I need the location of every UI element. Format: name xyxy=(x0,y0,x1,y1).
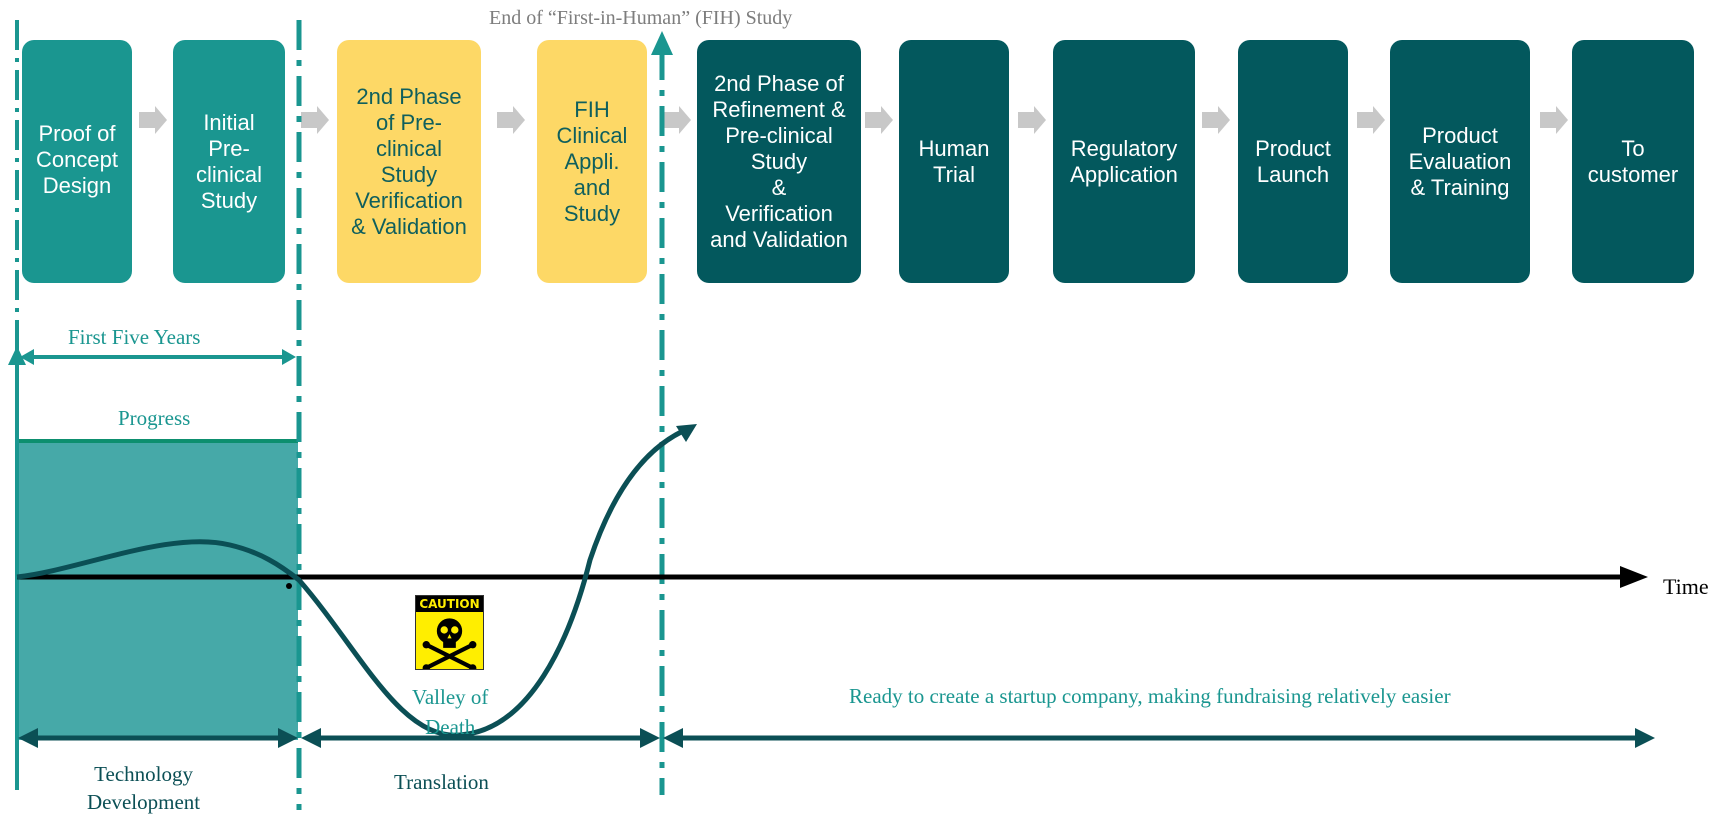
stage-label-line: and Validation xyxy=(710,226,848,252)
stage-label-line: Initial xyxy=(203,109,255,135)
progress-curve xyxy=(16,425,691,738)
stage-label-line: clinical xyxy=(375,135,443,161)
stage-label-line: Study xyxy=(750,148,808,174)
stage-label-line: Application xyxy=(1070,161,1178,187)
translation-label: Translation xyxy=(394,770,489,794)
chevron-arrow-icon xyxy=(139,106,167,134)
stage-label-line: FIH xyxy=(574,96,610,122)
progress-label: Progress xyxy=(118,406,191,430)
arrowhead-right xyxy=(282,349,296,365)
progress-area xyxy=(18,441,298,740)
stage-label-line: Appli. xyxy=(564,148,620,174)
stage-label-line: 2nd Phase of xyxy=(714,70,844,96)
time-axis-arrowhead xyxy=(1620,566,1648,588)
arrowhead-left xyxy=(20,349,34,365)
stage-label-line: Pre- xyxy=(208,135,250,161)
stage-label-line: Study xyxy=(380,161,438,187)
valley-line-2: Death xyxy=(425,715,476,739)
tech-dev-label: Technology Development xyxy=(87,760,200,816)
chevron-arrow-icon xyxy=(497,106,525,134)
stage-label-line: clinical xyxy=(195,161,263,187)
stage-label-line: Launch xyxy=(1256,161,1330,187)
tech-dev-line-2: Development xyxy=(87,790,201,814)
chevron-arrow-icon xyxy=(1018,106,1046,134)
stage-label-line: Regulatory xyxy=(1070,135,1178,161)
arrowhead-right xyxy=(640,728,660,748)
progress-curve-arrowhead xyxy=(676,424,697,442)
stage-label-line: Product xyxy=(1422,122,1498,148)
stage-label-line: Product xyxy=(1255,135,1331,161)
stage-label-line: Proof of xyxy=(38,120,116,146)
chevron-arrow-icon xyxy=(1357,106,1385,134)
valley-line-1: Valley of xyxy=(412,685,489,709)
stage-label-line: Study xyxy=(563,200,621,226)
stage-label-line: & xyxy=(771,174,787,200)
stage-label-line: Verification xyxy=(355,187,463,213)
arrowhead-left xyxy=(663,728,683,748)
stage-label-line: and xyxy=(573,174,611,200)
chevron-arrow-icon xyxy=(663,106,691,134)
stage-label-line: 2nd Phase xyxy=(356,83,462,109)
caution-label: CAUTION xyxy=(416,596,483,612)
chevron-arrow-icon xyxy=(1540,106,1568,134)
stage-label-line: Clinical xyxy=(556,122,628,148)
stage-label-line: Human xyxy=(918,135,990,161)
axis-dot xyxy=(286,583,292,589)
stage-label-line: To xyxy=(1621,135,1645,161)
stage-label-line: Concept xyxy=(36,146,118,172)
tech-dev-line-1: Technology xyxy=(94,762,193,786)
skull-crossbones-icon xyxy=(422,618,477,669)
startup-ready-label: Ready to create a startup company, makin… xyxy=(849,684,1451,708)
arrowhead-left xyxy=(18,728,38,748)
first-five-years-label: First Five Years xyxy=(68,325,201,349)
arrowhead-right xyxy=(278,728,298,748)
stage-label-line: of Pre- xyxy=(375,109,443,135)
left-axis-arrowhead xyxy=(8,346,26,365)
fih-end-label: End of “First-in-Human” (FIH) Study xyxy=(489,7,793,29)
stage-label-line: Pre-clinical xyxy=(725,122,833,148)
arrowhead-right xyxy=(1635,728,1655,748)
arrowhead-left xyxy=(301,728,321,748)
stage-label-line: & Training xyxy=(1410,174,1510,200)
stage-label-line: Trial xyxy=(933,161,975,187)
time-label: Time xyxy=(1663,574,1709,599)
fih-boundary-arrowhead xyxy=(651,31,673,55)
chevron-arrow-icon xyxy=(865,106,893,134)
chevron-arrow-icon xyxy=(1202,106,1230,134)
chevron-arrow-icon xyxy=(301,106,329,134)
stage-label-line: Study xyxy=(200,187,258,213)
stage-label-line: customer xyxy=(1587,161,1679,187)
stage-label-line: Verification xyxy=(725,200,833,226)
stage-label-line: Refinement & xyxy=(712,96,846,122)
stage-label-line: Evaluation xyxy=(1408,148,1512,174)
stage-label-line: Design xyxy=(42,172,112,198)
stage-label-line: & Validation xyxy=(351,213,467,239)
valley-of-death-label: Valley of Death xyxy=(412,682,488,742)
caution-sign-icon: CAUTION xyxy=(415,595,484,670)
